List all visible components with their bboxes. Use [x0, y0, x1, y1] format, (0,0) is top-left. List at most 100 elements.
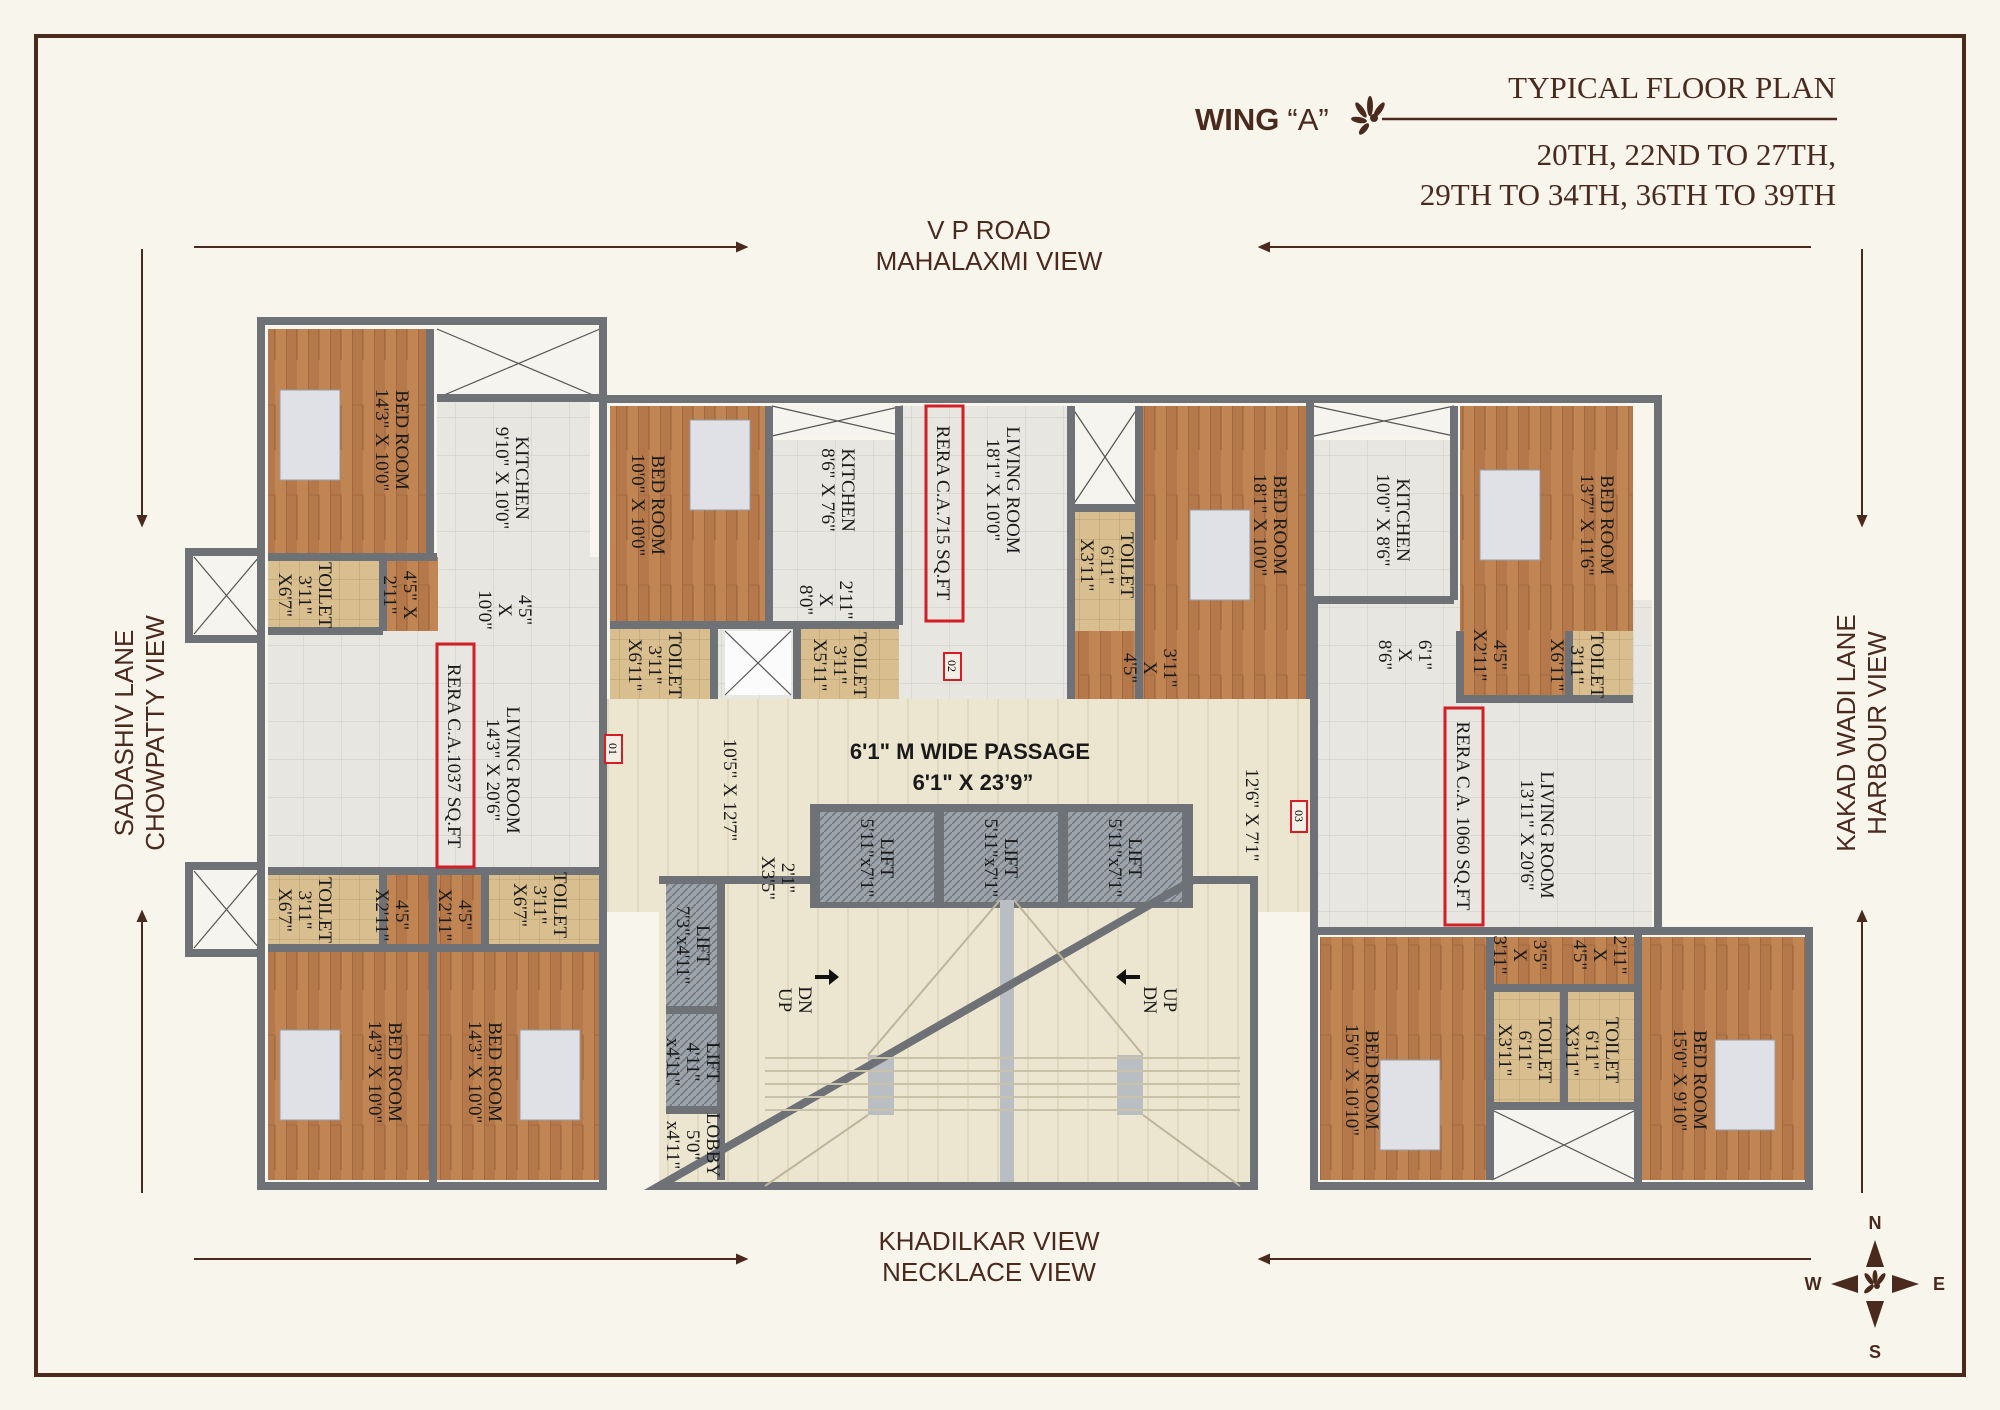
room-label-line: TOILET — [314, 877, 335, 944]
room-label-line: 12'6" X 7'1" — [1241, 768, 1262, 861]
room-label-line: TOILET — [849, 632, 870, 699]
west-arrow-icon — [1831, 1275, 1858, 1293]
room-label: LIFT5'11"x7'1" — [1104, 819, 1145, 898]
bed-icon — [1714, 1039, 1776, 1131]
room-label-line: 3'11" — [1566, 646, 1587, 685]
room-label-line: 13'11" X 20'6" — [1516, 779, 1537, 890]
room-label-line: 4'5" — [1569, 940, 1590, 970]
lift — [820, 812, 934, 902]
lotus-ornament-icon — [1351, 96, 1385, 135]
duct-cross-icon — [193, 870, 260, 949]
view-bottom-line-2: NECKLACE VIEW — [882, 1257, 1096, 1287]
kitchen — [1314, 440, 1454, 600]
arrow-up-icon — [136, 909, 148, 922]
toilet — [485, 871, 600, 948]
stair-spine — [1000, 900, 1014, 1186]
room-label: 10'5" X 12'7" — [719, 739, 740, 842]
room-label-line: X2'11" — [1469, 629, 1490, 682]
room-labels-layer: BED ROOM14'3" X 10'0"KITCHEN9'10" X 10'0… — [274, 389, 1710, 1178]
room-label-line: X6'7" — [509, 883, 530, 927]
room-label-line: 8'6" X 7'6" — [817, 448, 838, 532]
room-label-line: 14'3" X 10'0" — [464, 1021, 485, 1124]
svg-text:RERA C.A. 1060 SQ.FT: RERA C.A. 1060 SQ.FT — [1452, 722, 1473, 911]
room-label: 4'5"X2'11" — [1469, 629, 1510, 682]
svg-text:RERA C.A.715 SQ.FT: RERA C.A.715 SQ.FT — [932, 426, 953, 601]
duct-cross-icon — [1070, 405, 1140, 509]
room-label-line: 10'5" X 12'7" — [719, 739, 740, 842]
room-label: DNUP — [774, 986, 815, 1014]
room-label: LIVING ROOM18'1" X 10'0" — [982, 426, 1023, 553]
room-label-line: BED ROOM — [384, 1022, 405, 1122]
room-label: TOILET3'11"X6'11" — [1546, 632, 1607, 699]
room-label-line: 3'11" — [1489, 936, 1510, 975]
room-label-line: X — [1509, 948, 1530, 962]
duct-cross-icon — [771, 405, 904, 437]
room-label: TOILET3'11"X6'7" — [274, 562, 335, 629]
room-label-line: 14'3" X 20'6" — [482, 719, 503, 822]
north-arrow-icon — [1866, 1240, 1884, 1267]
compass-south-label: S — [1869, 1342, 1881, 1362]
room-label-line: x4'11" — [662, 1038, 683, 1086]
room-label-line: X3'11" — [1494, 1024, 1515, 1077]
room-label: 3'5"X3'11" — [1489, 936, 1550, 975]
room-label: LOBBY5'0"x4'11" — [662, 1113, 723, 1178]
room-label-line: X — [494, 603, 515, 617]
wall — [1456, 631, 1633, 703]
room-label: LIFT4'11"x4'11" — [662, 1038, 723, 1086]
room-label: 4'5"X2'11" — [434, 889, 475, 942]
view-right-line-1: KAKAD WADI LANE — [1831, 614, 1861, 851]
room-label: TOILET3'11"X6'11" — [624, 632, 685, 699]
compass-west-label: W — [1805, 1274, 1822, 1294]
room-label-line: BED ROOM — [1361, 1030, 1382, 1130]
duct-cross-icon — [193, 556, 260, 635]
compass-rose: N S W E — [1805, 1213, 1946, 1362]
flat-number-02: 02 — [943, 652, 962, 681]
view-left-line-2: CHOWPATTY VIEW — [140, 615, 170, 851]
room-label-line: UP — [1159, 988, 1180, 1012]
room-label-line: 5'0" — [682, 1130, 703, 1160]
room-label-line: X6'7" — [274, 573, 295, 617]
room-label-line: BED ROOM — [391, 390, 412, 490]
rooms-layer — [193, 328, 1805, 1186]
room-label-line: LIFT — [702, 1042, 723, 1083]
room-label-line: X6'7" — [274, 888, 295, 932]
room-label: TOILET6'11"X3'11" — [1076, 532, 1137, 599]
room-label-line: LIFT — [1000, 838, 1021, 879]
room-label-line: x4'11" — [662, 1121, 683, 1169]
room-label-line: X2'11" — [371, 889, 392, 942]
rera-box-flat-02: RERA C.A.715 SQ.FT — [924, 404, 965, 623]
room-label-line: BED ROOM — [484, 1022, 505, 1122]
room-label-line: 3'11" — [829, 646, 850, 685]
room-label: 2'1"X3'5" — [757, 856, 798, 900]
kitchen — [437, 402, 590, 557]
room-label-line: 2'1" — [777, 863, 798, 893]
bed-icon — [279, 389, 341, 481]
view-top-line-1: V P ROAD — [927, 215, 1051, 245]
room-label: LIFT5'11"x7'1" — [856, 819, 897, 898]
room-label-line: X2'11" — [434, 889, 455, 942]
room-label-line: X3'11" — [1076, 539, 1097, 592]
lift — [944, 812, 1058, 902]
room-label: LIVING ROOM13'11" X 20'6" — [1516, 771, 1557, 898]
room-label-line: 14'3" X 10'0" — [371, 389, 392, 492]
toilet — [610, 625, 714, 699]
room-label-line: BED ROOM — [647, 455, 668, 555]
room-label: BED ROOM15'0" X 10'10" — [1341, 1024, 1382, 1136]
room-label-line: 3'11" — [644, 646, 665, 685]
plan-title: TYPICAL FLOOR PLAN — [1508, 70, 1836, 105]
room-label-line: 2'11" — [835, 581, 856, 620]
room-label-line: LIFT — [1124, 838, 1145, 879]
room-label-line: 2'11" — [379, 576, 400, 615]
duct-cross-icon — [724, 630, 792, 696]
room-label: TOILET3'11"X5'11" — [809, 632, 870, 699]
room-label-line: 14'3" X 10'0" — [364, 1021, 385, 1124]
lift — [666, 1014, 721, 1110]
room-label-line: 18'1" X 10'0" — [1249, 474, 1270, 577]
room-label: LIFT5'11"x7'1" — [980, 819, 1021, 898]
room-label-line: 8'6" — [1374, 640, 1395, 670]
room-label-line: X — [815, 593, 836, 607]
room-label-line: 6'1" — [1414, 640, 1435, 670]
living-room — [899, 406, 1071, 699]
lift — [666, 884, 721, 1008]
